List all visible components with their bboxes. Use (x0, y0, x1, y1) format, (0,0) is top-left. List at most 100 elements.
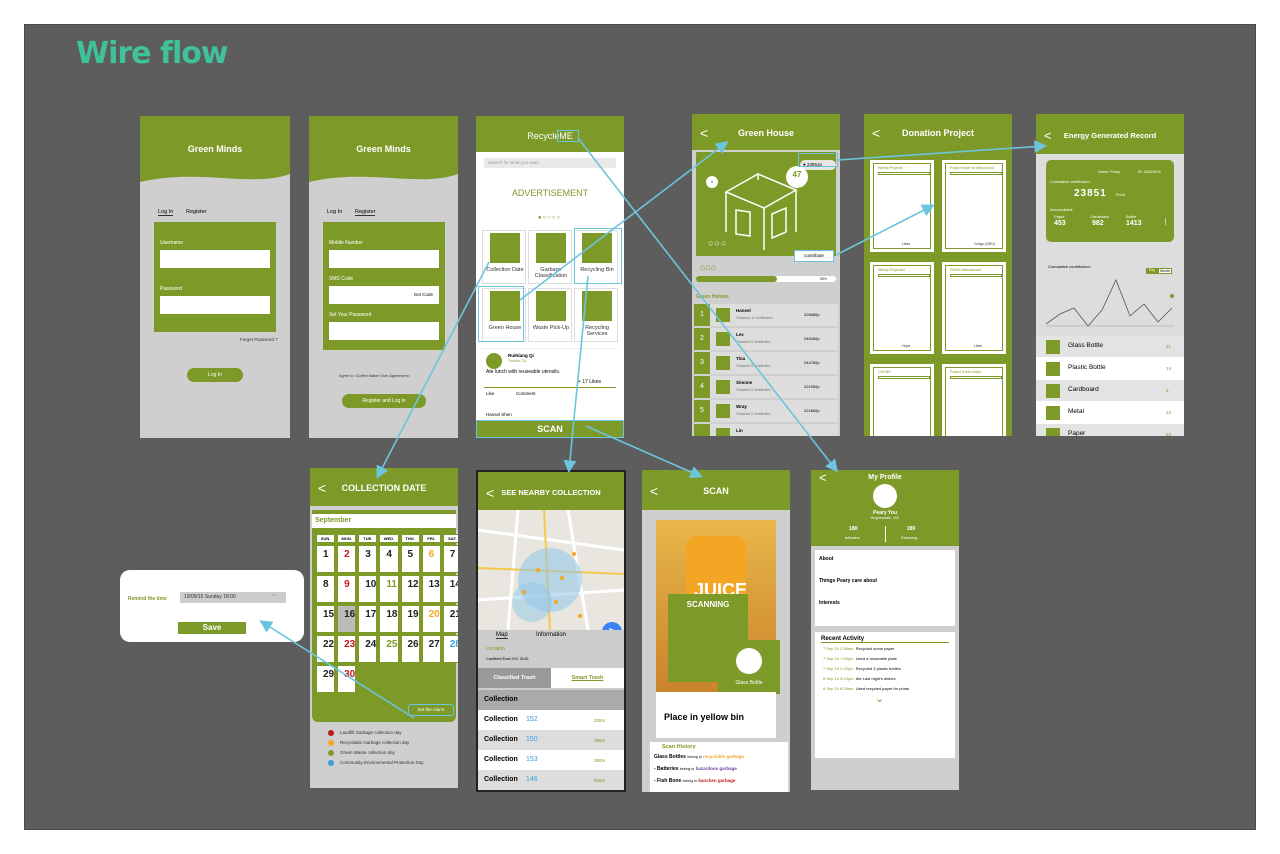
donation-card[interactable]: Project Green Hope (942, 364, 1006, 436)
calendar-day[interactable]: 26 (400, 635, 420, 663)
like-button[interactable]: Like (486, 391, 495, 396)
register-button[interactable]: Register and Log in (342, 394, 426, 408)
back-icon[interactable]: < (819, 470, 827, 485)
carousel-dots[interactable]: ●○○○○ (538, 215, 562, 221)
donation-title: CORNS (878, 370, 891, 374)
calendar-day[interactable]: 13 (421, 575, 441, 603)
password-input[interactable] (329, 322, 439, 340)
calendar-day[interactable]: 10 (358, 575, 378, 603)
calendar-day[interactable]: 5 (400, 545, 420, 573)
remind-time-select[interactable]: 19/09/15 Sunday 18:00⌵ (180, 592, 286, 603)
hero-row[interactable]: Lin (694, 424, 838, 436)
tile-5[interactable]: Recycling Services (574, 288, 618, 342)
tile-1[interactable]: Garbage Classification (528, 230, 572, 284)
tab-information[interactable]: Information (536, 632, 567, 638)
back-icon[interactable]: < (650, 483, 659, 499)
day-toggle[interactable]: Day (1146, 268, 1158, 274)
calendar-day[interactable]: 11 (379, 575, 399, 603)
donation-card[interactable]: CORNS (870, 364, 934, 436)
chevron-down-icon[interactable]: ⌄ (875, 693, 885, 705)
tab-register[interactable]: Register (355, 209, 376, 216)
calendar-day[interactable]: 29 (316, 665, 336, 693)
following-label[interactable]: Following (901, 536, 918, 540)
post-author: Hansel Shen (486, 412, 512, 417)
collection-name: Collection (484, 716, 518, 723)
back-icon[interactable]: < (318, 480, 327, 496)
get-code-button[interactable]: Get Code (413, 292, 433, 297)
calendar-day[interactable]: 27 (421, 635, 441, 663)
collection-row[interactable]: Collection (478, 690, 624, 710)
advertisement-banner[interactable]: ADVERTISEMENT (511, 188, 589, 198)
map-view[interactable] (478, 509, 624, 631)
calendar-day[interactable]: 24 (358, 635, 378, 663)
login-button[interactable]: Log In (187, 368, 243, 382)
back-icon[interactable]: < (486, 485, 495, 501)
tile-0[interactable]: Collection Date (482, 230, 526, 284)
calendar-day[interactable]: 14 (442, 575, 458, 603)
calendar-day[interactable]: 30 (337, 665, 357, 693)
calendar-day[interactable]: 21 (442, 605, 458, 633)
calendar-day[interactable]: 16 (337, 605, 357, 633)
tab-smart-trash[interactable]: Smart Trash (551, 668, 624, 688)
calendar-day[interactable]: 1 (316, 545, 336, 573)
forgot-password-link[interactable]: Forget Password ? (240, 337, 278, 342)
contribute-button[interactable]: contribute (794, 250, 834, 262)
mobile-input[interactable] (329, 250, 439, 268)
set-alarm-button[interactable]: Set the Alarm (408, 704, 454, 716)
sms-input[interactable]: Get Code (329, 286, 439, 304)
tile-4[interactable]: Waste Pick-Up (528, 288, 572, 342)
month-toggle[interactable]: Month (1158, 268, 1172, 274)
username-input[interactable] (160, 250, 270, 268)
calendar-day[interactable]: 12 (400, 575, 420, 603)
search-input[interactable]: Search for what you want (484, 158, 616, 168)
tab-login[interactable]: Log In (158, 209, 174, 216)
tab-register[interactable]: Register (186, 209, 207, 215)
back-icon[interactable]: < (700, 125, 709, 141)
calendar-day[interactable]: 4 (379, 545, 399, 573)
calendar-day[interactable]: 28 (442, 635, 458, 663)
tab-map[interactable]: Map (496, 632, 508, 639)
tab-classified-trash[interactable]: Classified Trash (478, 668, 551, 688)
calendar-day[interactable]: 2 (337, 545, 357, 573)
calendar-day[interactable]: 8 (316, 575, 336, 603)
calendar-day[interactable]: 20 (421, 605, 441, 633)
calendar-day[interactable]: 19 (400, 605, 420, 633)
more-icon[interactable]: ⋮ (1162, 219, 1169, 226)
calendar-day[interactable]: 6 (421, 545, 441, 573)
calendar-day[interactable]: 15 (316, 605, 336, 633)
calendar-day[interactable]: 3 (358, 545, 378, 573)
calendar-day[interactable]: 22 (316, 635, 336, 663)
back-icon[interactable]: < (1044, 128, 1052, 143)
tab-login[interactable]: Log In (327, 209, 343, 215)
save-button[interactable]: Save (178, 622, 246, 634)
calendar-day[interactable]: 18 (379, 605, 399, 633)
calendar-day[interactable]: 17 (358, 605, 378, 633)
agreement-text[interactable]: Agree to <Coffee Maker User Agreement> (339, 374, 411, 378)
calendar-day[interactable]: 25 (379, 635, 399, 663)
comment-button[interactable]: Comment (516, 391, 536, 396)
calendar-day[interactable]: 7 (442, 545, 458, 573)
followers-label[interactable]: followers (845, 536, 860, 540)
calendar-day[interactable]: 23 (337, 635, 357, 663)
password-input[interactable] (160, 296, 270, 314)
calendar-day[interactable]: 9 (337, 575, 357, 603)
back-icon[interactable]: < (872, 125, 881, 141)
